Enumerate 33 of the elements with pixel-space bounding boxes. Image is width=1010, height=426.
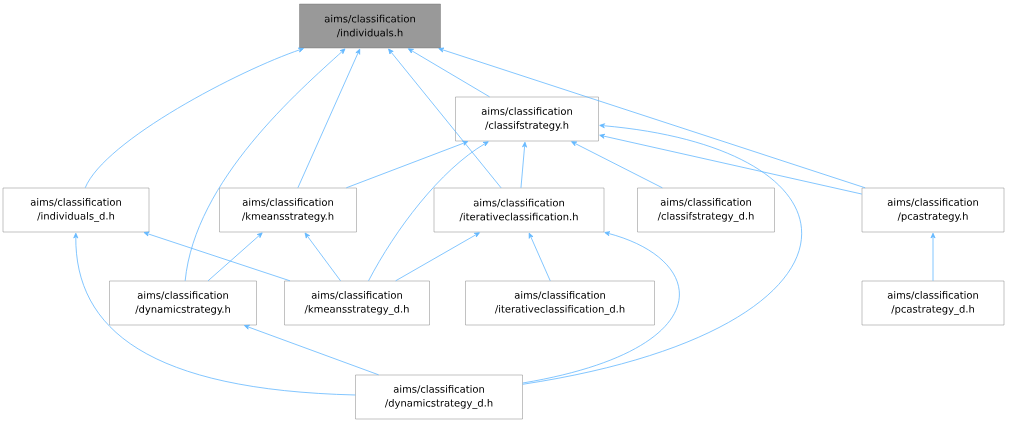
- file-box: aims/classification /pcastrategy_d.h: [861, 280, 1005, 326]
- file-box: aims/classification /pcastrategy.h: [861, 187, 1005, 233]
- arrow: [522, 123, 802, 385]
- arrow: [599, 133, 863, 195]
- arrow: [207, 232, 263, 282]
- arrow: [522, 231, 680, 384]
- file-box: aims/classification /individuals.h: [299, 3, 441, 49]
- file-box: aims/classification /classifstrategy_d.h: [637, 187, 775, 233]
- arrow: [184, 48, 346, 282]
- arrow: [571, 141, 663, 189]
- arrow: [143, 231, 291, 282]
- arrow: [930, 232, 936, 282]
- file-box: aims/classification /iterativeclassification_d.h: [465, 280, 655, 326]
- arrow: [520, 141, 527, 189]
- file-box: aims/classification /individuals_d.h: [2, 187, 150, 233]
- arrow: [528, 232, 551, 282]
- file-box: aims/classification /iterativeclassification.h: [433, 187, 605, 233]
- file-box: aims/classification /kmeansstrategy.h: [219, 187, 357, 233]
- arrow: [395, 232, 480, 282]
- arrow: [407, 48, 490, 98]
- arrow: [73, 232, 356, 396]
- file-box: aims/classification /classifstrategy.h: [455, 96, 599, 142]
- arrow: [388, 48, 502, 189]
- file-box: aims/classification /kmeansstrategy_d.h: [284, 280, 430, 326]
- arrow: [368, 141, 489, 282]
- arrow: [345, 140, 469, 189]
- arrow: [243, 324, 379, 376]
- arrow: [84, 47, 304, 189]
- arrow: [304, 232, 341, 282]
- file-box: aims/classification /dynamicstrategy.h: [109, 280, 257, 326]
- arrow: [297, 48, 361, 189]
- file-box: aims/classification /dynamicstrategy_d.h: [355, 374, 523, 420]
- arrow: [438, 47, 866, 189]
